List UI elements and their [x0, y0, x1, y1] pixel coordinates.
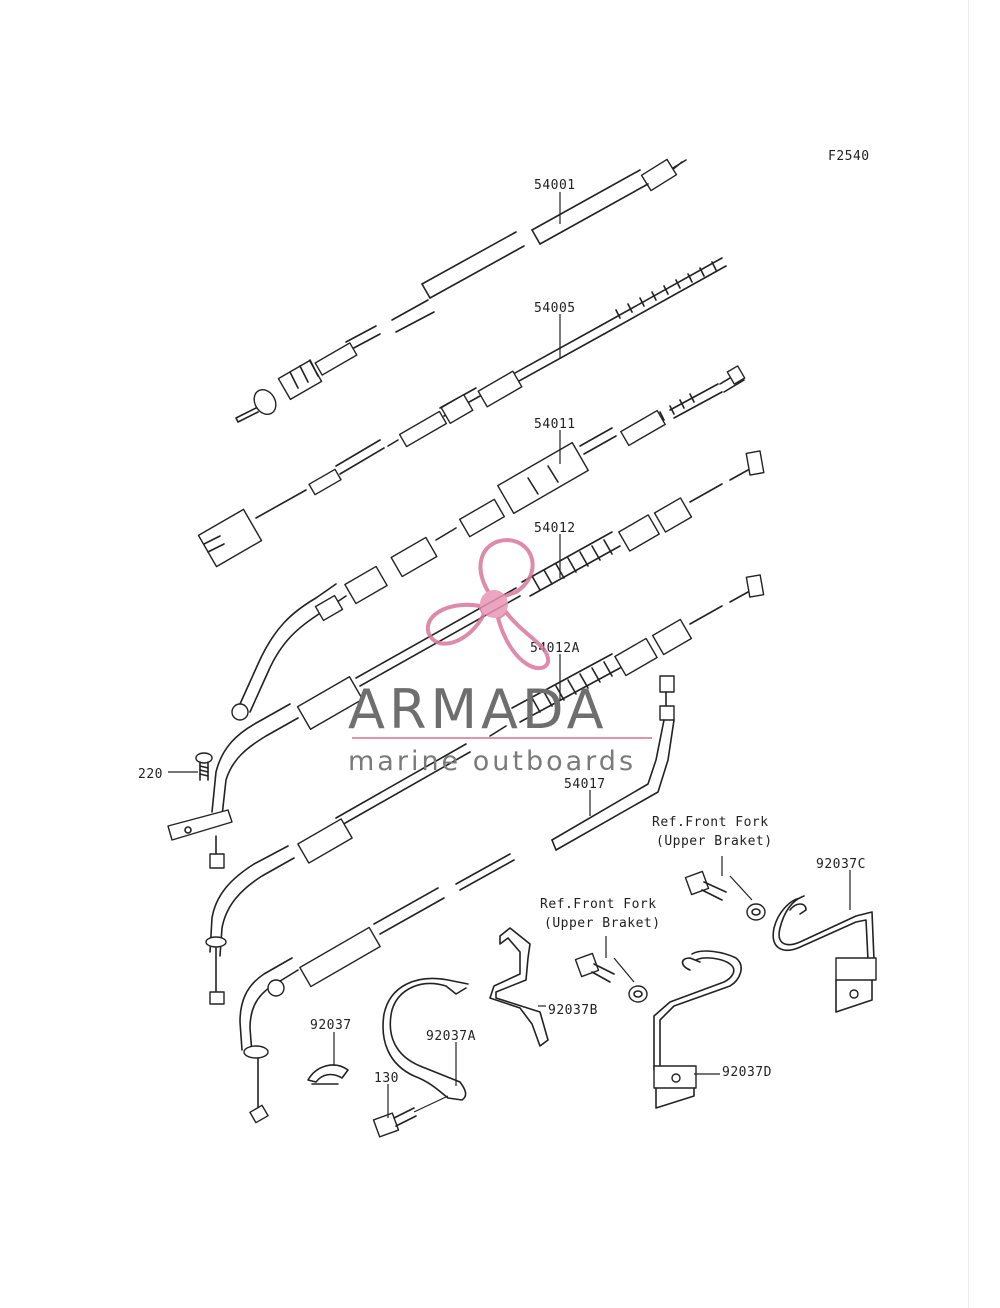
- screw-220: [195, 752, 213, 781]
- ref-note-2-line1: Ref.Front Fork: [540, 897, 657, 912]
- label-220: 220: [138, 767, 163, 782]
- cable-lower: [239, 853, 515, 1124]
- bolt-130: [372, 1095, 449, 1138]
- cable-54012: [167, 450, 765, 869]
- clamp-92037: [307, 1064, 349, 1085]
- label-92037b: 92037B: [548, 1003, 598, 1018]
- label-92037d: 92037D: [722, 1065, 772, 1080]
- armada-logo-mark: [426, 537, 551, 671]
- watermark-tagline: marine outboards: [348, 746, 636, 777]
- cable-54012a: [205, 574, 765, 1005]
- cable-54001: [235, 158, 687, 423]
- bolt-ref-2: [574, 936, 648, 1003]
- label-130: 130: [374, 1071, 399, 1086]
- ref-note-1-line2: (Upper Braket): [656, 834, 773, 849]
- label-92037: 92037: [310, 1018, 352, 1033]
- label-54001: 54001: [534, 178, 576, 193]
- label-92037c: 92037C: [816, 857, 866, 872]
- bracket-92037c: [772, 895, 877, 1013]
- page-edge-line: [968, 0, 969, 1308]
- label-54011: 54011: [534, 417, 576, 432]
- ref-note-2-line2: (Upper Braket): [544, 916, 661, 931]
- label-92037a: 92037A: [426, 1029, 476, 1044]
- bracket-92037d: [653, 950, 742, 1109]
- cable-54017: [551, 675, 675, 851]
- label-54012: 54012: [534, 521, 576, 536]
- figure-code: F2540: [828, 149, 870, 164]
- cable-54011: [231, 365, 746, 721]
- bolt-ref-1: [684, 856, 766, 921]
- ref-note-1-line1: Ref.Front Fork: [652, 815, 769, 830]
- label-54005: 54005: [534, 301, 576, 316]
- bracket-92037b: [489, 927, 549, 1047]
- label-54017: 54017: [564, 777, 606, 792]
- cable-54005: [197, 257, 727, 568]
- label-54012a: 54012A: [530, 641, 580, 656]
- bracket-92037a: [382, 977, 469, 1101]
- watermark-brand: ARMADA: [348, 678, 608, 741]
